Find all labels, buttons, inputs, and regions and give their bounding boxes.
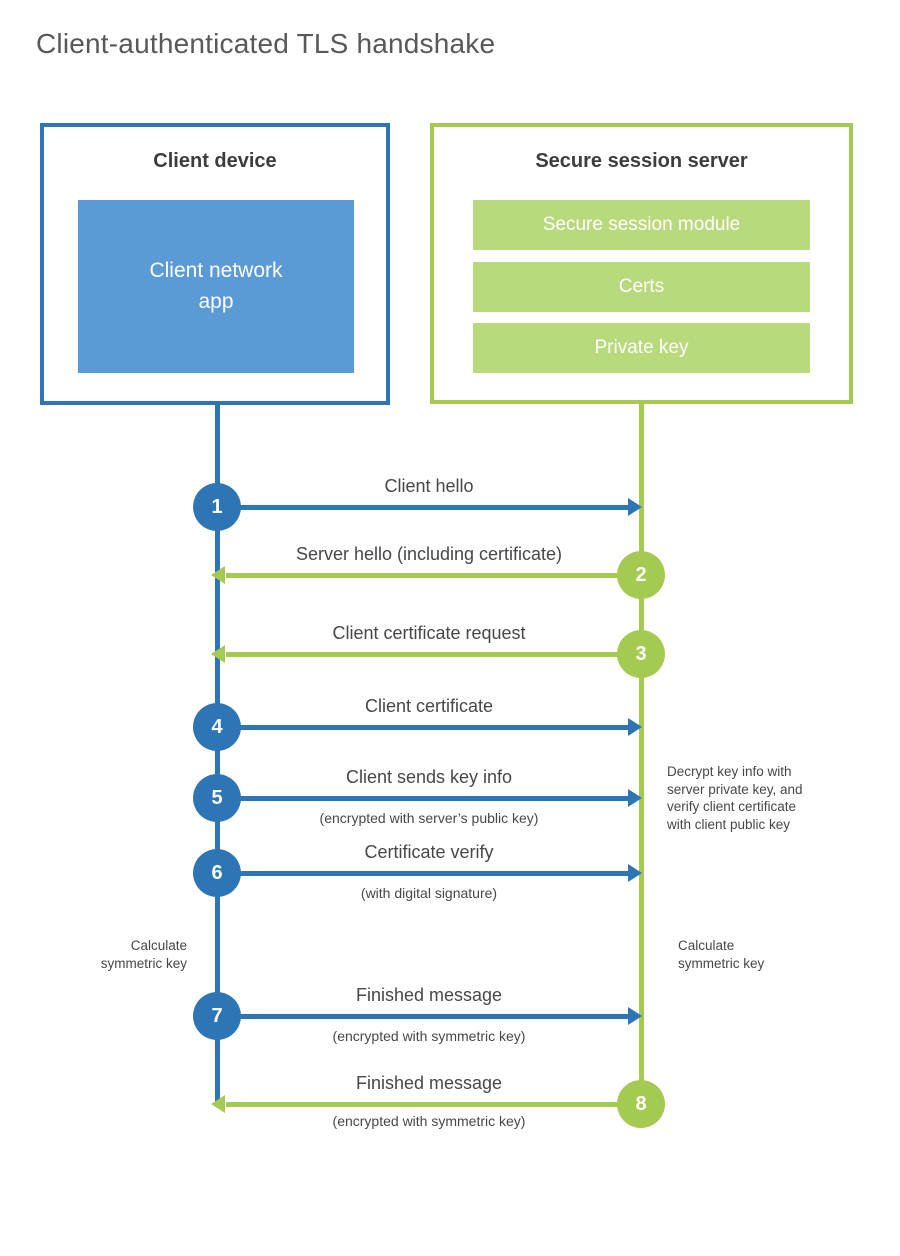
step5-arrowhead-icon (628, 789, 642, 807)
step7-sublabel: (encrypted with symmetric key) (332, 1028, 526, 1044)
step5-sublabel: (encrypted with server’s public key) (319, 810, 539, 826)
step6-arrow-line (217, 871, 628, 876)
step6-arrowhead-icon (628, 864, 642, 882)
server-lifeline (639, 404, 644, 1104)
calculate-symmetric-key-note-server: Calculate symmetric key (678, 938, 765, 971)
step4-label: Client certificate (364, 696, 494, 716)
calculate-symmetric-key-note-client: Calculate symmetric key (100, 938, 187, 971)
secure-session-server-box: Secure session server Secure session mod… (430, 123, 853, 404)
step3-arrow-line (226, 652, 641, 657)
step7-arrowhead-icon (628, 1007, 642, 1025)
step7-label: Finished message (355, 985, 503, 1005)
step8-circle: 8 (617, 1080, 665, 1128)
step2-label: Server hello (including certificate) (295, 544, 563, 564)
step6-sublabel: (with digital signature) (360, 885, 498, 901)
server-module-private-key: Private key (473, 323, 810, 373)
step3-circle: 3 (617, 630, 665, 678)
decrypt-key-info-note: Decrypt key info with server private key… (667, 764, 803, 832)
step4-circle: 4 (193, 703, 241, 751)
step3-label: Client certificate request (332, 623, 526, 643)
step1-circle: 1 (193, 483, 241, 531)
step7-arrow-line (217, 1014, 628, 1019)
step4-arrowhead-icon (628, 718, 642, 736)
step4-arrow-line (217, 725, 628, 730)
step2-arrow-line (226, 573, 641, 578)
step5-circle: 5 (193, 774, 241, 822)
step8-sublabel: (encrypted with symmetric key) (332, 1113, 526, 1129)
client-network-app-box: Client network app (78, 200, 354, 373)
step8-label: Finished message (355, 1073, 503, 1093)
step6-label: Certificate verify (364, 842, 494, 862)
step1-label: Client hello (384, 476, 474, 496)
step8-arrowhead-icon (211, 1095, 225, 1113)
step2-circle: 2 (617, 551, 665, 599)
page-title: Client-authenticated TLS handshake (36, 28, 496, 59)
step5-label: Client sends key info (345, 767, 513, 787)
step6-circle: 6 (193, 849, 241, 897)
server-module-secure-session: Secure session module (473, 200, 810, 250)
step8-arrow-line (226, 1102, 641, 1107)
client-lifeline (215, 405, 220, 1105)
step3-arrowhead-icon (211, 645, 225, 663)
secure-session-server-title: Secure session server (535, 150, 748, 172)
client-device-title: Client device (153, 150, 277, 172)
step1-arrow-line (217, 505, 628, 510)
server-module-certs: Certs (473, 262, 810, 312)
step5-arrow-line (217, 796, 628, 801)
step2-arrowhead-icon (211, 566, 225, 584)
step1-arrowhead-icon (628, 498, 642, 516)
client-device-box: Client device Client network app (40, 123, 390, 405)
step7-circle: 7 (193, 992, 241, 1040)
